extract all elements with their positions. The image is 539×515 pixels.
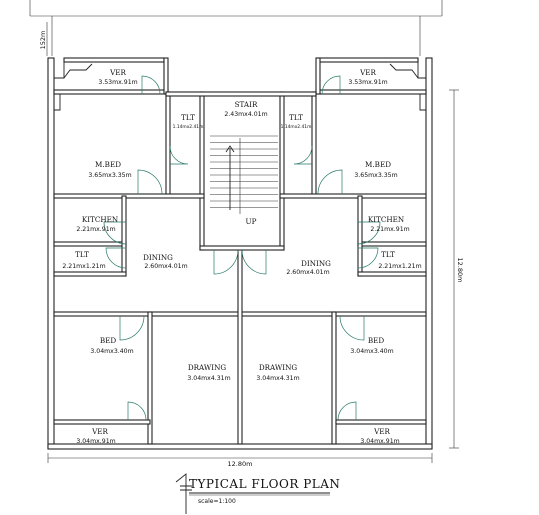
bed-l-size: 3.04mx3.40m [90,348,133,355]
dining-l-size: 2.60mx4.01m [144,263,187,270]
kitchen-l-name: KITCHEN [82,215,118,224]
dining-r-name: DINING [301,259,331,268]
door-swings [103,75,381,421]
tlt-ml-name: TLT [75,250,89,259]
height-dimension: 12.80m [449,89,464,449]
dining-r-size: 2.60mx4.01m [286,269,329,276]
ver-tr-name: VER [359,68,376,77]
stair-size: 2.43mx4.01m [224,111,267,118]
top-offset-label: 152m [39,31,47,50]
top-offset-dimension: 152m [39,22,48,56]
ver-br-size: 3.04mx.91m [360,438,399,445]
stair-up: UP [246,217,257,226]
ver-br-name: VER [373,427,390,436]
room-labels: VER 3.53mx.91m VER 3.53mx.91m STAIR 2.43… [62,68,421,445]
kitchen-l-size: 2.21mx.91m [76,226,115,233]
tlt-tl-name: TLT [181,113,195,122]
plan-scale: scale=1:100 [198,498,236,505]
tlt-mr-size: 2.21mx1.21m [378,263,421,270]
drawing-l-name: DRAWING [188,363,227,372]
ver-tl-size: 3.53mx.91m [98,79,137,86]
width-dimension: 12.80m [47,453,433,468]
top-reference-lines [29,0,443,56]
bed-l-name: BED [100,336,117,345]
dining-l-name: DINING [143,253,173,262]
plan-title: TYPICAL FLOOR PLAN [189,477,340,491]
tlt-tr-name: TLT [289,113,303,122]
tlt-tl-size: 1.14mx2.41m [173,124,204,130]
staircase-arrow [225,138,241,214]
tlt-mr-name: TLT [381,250,395,259]
ver-tr-size: 3.53mx.91m [348,79,387,86]
tlt-ml-size: 2.21mx1.21m [62,263,105,270]
bed-r-size: 3.04mx3.40m [350,348,393,355]
north-arrow-icon [175,473,187,514]
ver-tl-name: VER [109,68,126,77]
mbed-r-name: M.BED [365,160,391,169]
kitchen-r-size: 2.21mx.91m [370,226,409,233]
stair-name: STAIR [235,100,258,109]
drawing-l-size: 3.04mx4.31m [187,375,230,382]
kitchen-r-name: KITCHEN [368,215,404,224]
bed-r-name: BED [368,336,385,345]
height-label: 12.80m [456,258,464,283]
drawing-r-name: DRAWING [259,363,298,372]
width-label: 12.80m [228,460,253,468]
ver-bl-size: 3.04mx.91m [76,438,115,445]
tlt-tr-size: 1.14mx2.41m [281,124,312,130]
title-block: TYPICAL FLOOR PLAN scale=1:100 [175,473,340,514]
drawing-r-size: 3.04mx4.31m [256,375,299,382]
staircase-treads [210,135,278,208]
outer-walls [47,57,433,450]
mbed-l-name: M.BED [95,160,121,169]
ver-bl-name: VER [91,427,108,436]
mbed-l-size: 3.65mx3.35m [88,172,131,179]
mbed-r-size: 3.65mx3.35m [354,172,397,179]
